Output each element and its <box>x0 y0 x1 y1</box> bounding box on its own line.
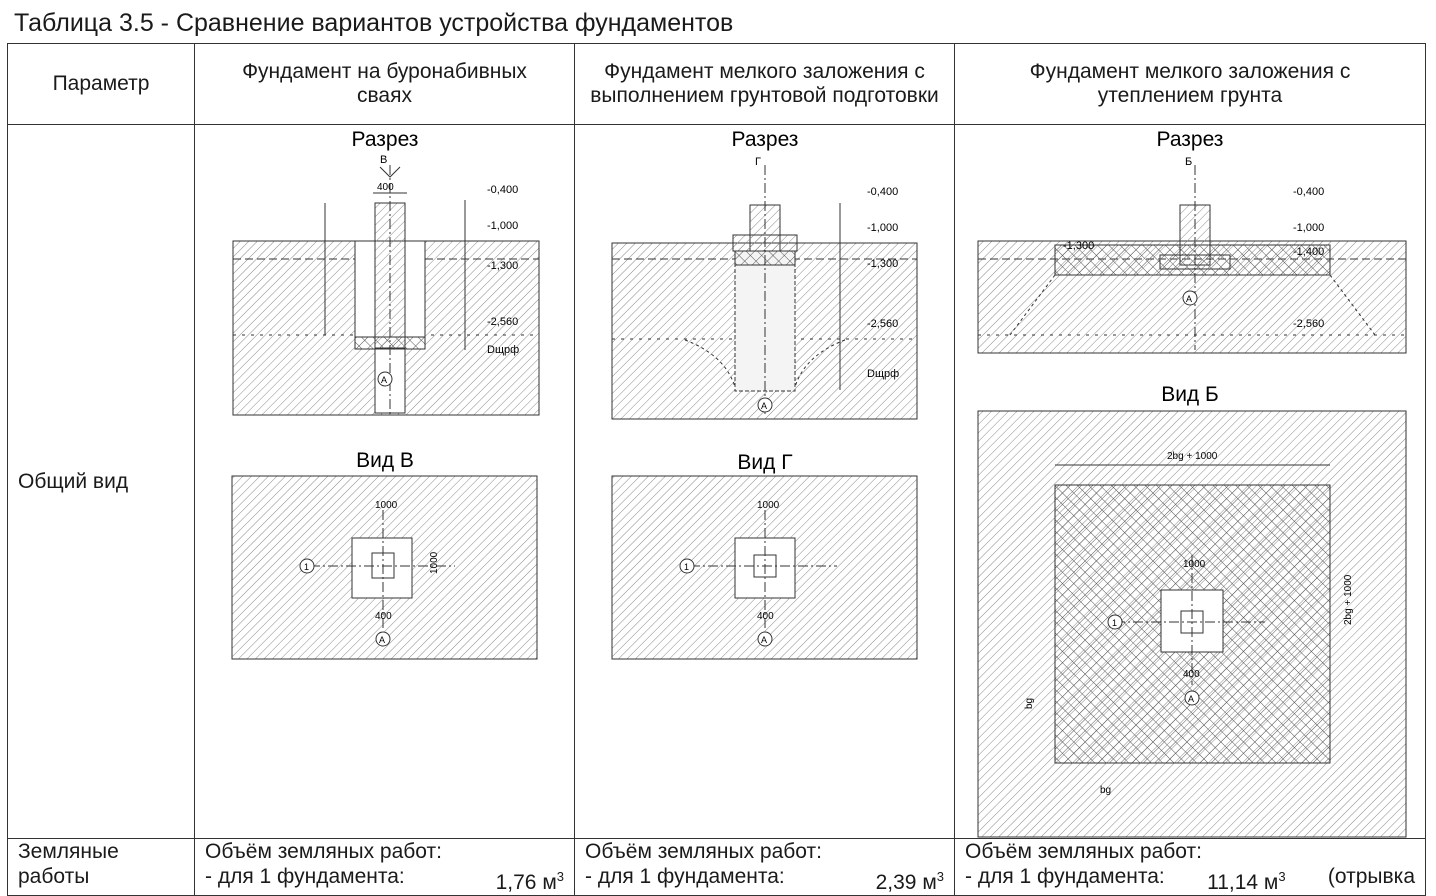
col2-plan-dim-top: 1000 <box>757 500 780 511</box>
col1-plan-dim-right: 1000 <box>429 551 440 574</box>
row-label-general-view: Общий вид <box>7 124 195 839</box>
col3-curve-right <box>1329 274 1376 336</box>
col1-earthworks: Объём земляных работ: - для 1 фундамента… <box>194 838 575 896</box>
col1-earth-volume: 1,76 м3 <box>495 869 564 894</box>
header-col3: Фундамент мелкого заложения с утеплением… <box>954 43 1426 125</box>
col3-earthworks: Объём земляных работ: - для 1 фундамента… <box>954 838 1426 896</box>
col1-plan-dim-top: 1000 <box>375 500 398 511</box>
general-view-row: Общий вид Разрез <box>7 124 1426 839</box>
col3-plan-dim-bg-bottom: bg <box>1100 785 1111 796</box>
col1-section-title: Разрез <box>352 128 419 151</box>
col2-drawings: Разрез Г -0,400 -1,000 -1,300 -2,560 Dщр… <box>574 124 955 839</box>
col2-level-3: -1,300 <box>867 258 898 270</box>
col3-plan-dim-bg-left: bg <box>1024 698 1035 709</box>
col1-plan-title: Вид В <box>356 449 414 472</box>
col1-drawings: Разрез В 400 -0,400 -1,000 -1,300 -2,560… <box>194 124 575 839</box>
col2-axis-1-icon <box>679 558 695 574</box>
earthworks-row: Земляные работы Объём земляных работ: - … <box>7 838 1426 896</box>
col2-level-5: Dщрф <box>867 368 899 380</box>
col3-earth-line2: - для 1 фундамента: 11,14 м3 (отрывка <box>965 864 1415 895</box>
col1-section-arrow <box>379 166 401 178</box>
col1-dim-400: 400 <box>377 182 394 193</box>
col3-level-4: -1,400 <box>1293 246 1324 258</box>
table-caption: Таблица 3.5 - Сравнение вариантов устрой… <box>14 9 734 37</box>
header-param: Параметр <box>7 43 195 125</box>
col3-drawing-svg: Разрез Б -0,400 -1,000 -1,300 -1,400 -2,… <box>977 128 1407 838</box>
header-col2: Фундамент мелкого заложения с выполнение… <box>574 43 955 125</box>
col3-curve-left <box>1009 274 1056 336</box>
header-row: Параметр Фундамент на буронабивных сваях… <box>7 43 1426 125</box>
col2-plan-title: Вид Г <box>737 451 792 474</box>
col2-axis-A-label: A <box>761 401 767 411</box>
col3-earth-label: - для 1 фундамента: <box>965 865 1165 888</box>
header-col1: Фундамент на буронабивных сваях <box>194 43 575 125</box>
col3-level-3: -1,300 <box>1063 240 1094 252</box>
col1-earth-label: - для 1 фундамента: <box>205 865 405 888</box>
col3-axis-1-label: 1 <box>1112 618 1117 628</box>
col2-earth-line2: - для 1 фундамента: 2,39 м3 <box>585 864 944 895</box>
col3-plan-dim-inner-bottom: 400 <box>1183 669 1200 680</box>
col1-earth-line2: - для 1 фундамента: 1,76 м3 <box>205 864 564 895</box>
col3-section-title: Разрез <box>1157 128 1224 151</box>
col1-axis-1-icon <box>299 558 315 574</box>
col2-drawing-svg: Разрез Г -0,400 -1,000 -1,300 -2,560 Dщр… <box>611 128 918 660</box>
col2-earthworks: Объём земляных работ: - для 1 фундамента… <box>574 838 955 896</box>
col3-axis-A-icon <box>1182 290 1198 306</box>
col1-plan-axis-A-label: A <box>379 635 385 645</box>
col1-level-4: -2,560 <box>487 316 518 328</box>
col1-level-2: -1,000 <box>487 220 518 232</box>
col2-section-marker: Г <box>755 156 761 168</box>
col2-plan-axis-A-label: A <box>761 635 767 645</box>
col1-axis-A-label: A <box>381 375 387 385</box>
col1-level-1: -0,400 <box>487 184 518 196</box>
col1-axis-A-icon <box>377 371 393 387</box>
col3-level-1: -0,400 <box>1293 186 1324 198</box>
col3-drawings: Разрез Б -0,400 -1,000 -1,300 -1,400 -2,… <box>954 124 1426 839</box>
col2-section-title: Разрез <box>732 128 799 151</box>
col3-plan-title: Вид Б <box>1161 383 1219 406</box>
col2-level-1: -0,400 <box>867 186 898 198</box>
col3-axis-1-icon <box>1107 614 1123 630</box>
col3-plan-dim-inner-top: 1000 <box>1183 559 1206 570</box>
col2-level-4: -2,560 <box>867 318 898 330</box>
col2-earth-volume: 2,39 м3 <box>875 869 944 894</box>
col1-level-5: Dщрф <box>487 344 519 356</box>
col3-earth-tail: (отрывка <box>1327 865 1415 888</box>
col2-plan-dim-bottom: 400 <box>757 611 774 622</box>
row-label-earthworks: Земляные работы <box>7 838 195 896</box>
col1-drawing-svg: Разрез В 400 -0,400 -1,000 -1,300 -2,560… <box>231 128 540 660</box>
col2-earth-label: - для 1 фундамента: <box>585 865 785 888</box>
col1-plan-dim-bottom: 400 <box>375 611 392 622</box>
col2-pressure-curve-left <box>684 339 736 388</box>
col2-axis-A-icon <box>757 397 773 413</box>
col1-level-3: -1,300 <box>487 260 518 272</box>
col2-pressure-curve-right <box>794 339 846 388</box>
col3-plan-dim-top: 2bg + 1000 <box>1167 451 1218 462</box>
comparison-table: Параметр Фундамент на буронабивных сваях… <box>7 43 1426 896</box>
col1-earth-line1: Объём земляных работ: <box>205 840 442 863</box>
col2-plan-axis-A-icon <box>757 631 773 647</box>
col1-axis-1-label: 1 <box>304 562 309 572</box>
col1-plan-axis-A-icon <box>375 631 391 647</box>
col3-earth-line1: Объём земляных работ: <box>965 840 1202 863</box>
col3-section-marker: Б <box>1185 156 1192 168</box>
col2-axis-1-label: 1 <box>684 562 689 572</box>
col3-earth-volume: 11,14 м3 <box>1207 869 1286 894</box>
col3-axis-A-label: A <box>1186 294 1192 304</box>
col2-earth-line1: Объём земляных работ: <box>585 840 822 863</box>
col3-level-2: -1,000 <box>1293 222 1324 234</box>
col3-level-5: -2,560 <box>1293 318 1324 330</box>
col2-level-2: -1,000 <box>867 222 898 234</box>
col3-plan-axis-A-icon <box>1184 690 1200 706</box>
col3-plan-dim-right: 2bg + 1000 <box>1343 574 1354 625</box>
col3-plan-axis-A-label: A <box>1188 694 1194 704</box>
col1-section-marker: В <box>380 154 387 166</box>
